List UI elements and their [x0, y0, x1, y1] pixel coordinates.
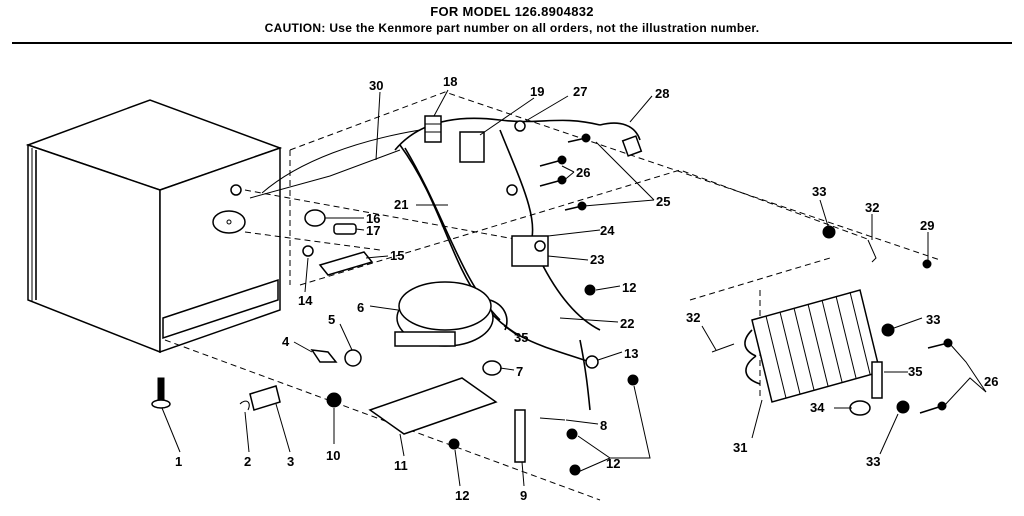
screw-group-12: [448, 284, 639, 476]
label-part-12a: 12: [455, 488, 469, 503]
wiring-harness: [249, 117, 641, 411]
label-part-31: 31: [733, 440, 747, 455]
caution-note: CAUTION: Use the Kenmore part number on …: [264, 21, 760, 35]
label-part-32a: 32: [865, 200, 879, 215]
clip-32-left: [711, 343, 735, 353]
grommet-10: [326, 392, 342, 408]
label-part-33c: 33: [866, 454, 880, 469]
label-part-28: 28: [655, 86, 669, 101]
label-part-27: 27: [573, 84, 587, 99]
label-part-24: 24: [600, 223, 615, 238]
label-part-19: 19: [530, 84, 544, 99]
label-part-4: 4: [282, 334, 290, 349]
label-part-13: 13: [624, 346, 638, 361]
clip-32-top: [867, 239, 877, 263]
label-part-21: 21: [394, 197, 408, 212]
screw-group-26: [539, 133, 953, 414]
label-part-11: 11: [394, 458, 408, 473]
label-part-15: 15: [390, 248, 404, 263]
grommet-33-mid: [881, 323, 895, 337]
label-part-18: 18: [443, 74, 457, 89]
screw-29: [922, 259, 932, 269]
grommet-33-bottom: [896, 400, 910, 414]
grommet-5: [344, 349, 362, 367]
bolt-1: [151, 377, 171, 409]
label-part-2: 2: [244, 454, 251, 469]
label-part-12c: 12: [622, 280, 636, 295]
label-part-9: 9: [520, 488, 527, 503]
wire-8: [539, 417, 566, 421]
label-part-6: 6: [357, 300, 364, 315]
terminal-block: [424, 115, 442, 143]
drier: [849, 400, 871, 416]
power-cord-plug: [621, 135, 643, 157]
capacitor-3: [249, 385, 281, 411]
label-part-1: 1: [175, 454, 182, 469]
leader-lines: [161, 89, 987, 487]
label-part-29: 29: [920, 218, 934, 233]
condenser-coil: [744, 289, 881, 403]
cabinet: [25, 99, 283, 354]
label-part-23: 23: [590, 252, 604, 267]
header-rule: [12, 42, 1012, 44]
light-shield: [318, 251, 374, 276]
grommet: [304, 209, 326, 227]
label-part-30: 30: [369, 78, 383, 93]
label-part-17: 17: [366, 223, 380, 238]
label-part-26b: 26: [984, 374, 998, 389]
cord-clamp: [514, 120, 526, 132]
label-part-22: 22: [620, 316, 634, 331]
drain-tube: [514, 409, 526, 463]
tube-35: [871, 361, 883, 399]
label-part-5: 5: [328, 312, 335, 327]
label-part-10: 10: [326, 448, 340, 463]
label-part-26a: 26: [576, 165, 590, 180]
light-socket: [333, 223, 357, 235]
part-number-labels: 1 2 3 4 5 6 7 8 9 10 11 12 12 12 13 14 1…: [175, 74, 998, 503]
grommet-33-top: [822, 225, 836, 239]
label-part-35b: 35: [908, 364, 922, 379]
relay: [459, 131, 485, 163]
label-part-3: 3: [287, 454, 294, 469]
label-part-34: 34: [810, 400, 825, 415]
overload-protector: [310, 349, 338, 363]
label-part-7: 7: [516, 364, 523, 379]
label-part-12b: 12: [606, 456, 620, 471]
model-title: FOR MODEL 126.8904832: [430, 4, 594, 19]
clip-2: [239, 400, 250, 411]
label-part-16: 16: [366, 211, 380, 226]
clamp-13: [585, 355, 599, 369]
mounting-grommet: [482, 360, 502, 376]
mounting-bracket: [368, 377, 498, 435]
label-part-32b: 32: [686, 310, 700, 325]
compressor: [394, 281, 494, 347]
label-part-14: 14: [298, 293, 313, 308]
label-part-25: 25: [656, 194, 670, 209]
screw-14: [302, 245, 314, 257]
label-part-33b: 33: [926, 312, 940, 327]
label-part-35a: 35: [514, 330, 528, 345]
assembly-guide-lines: [164, 91, 941, 501]
label-part-8: 8: [600, 418, 607, 433]
label-part-33a: 33: [812, 184, 826, 199]
